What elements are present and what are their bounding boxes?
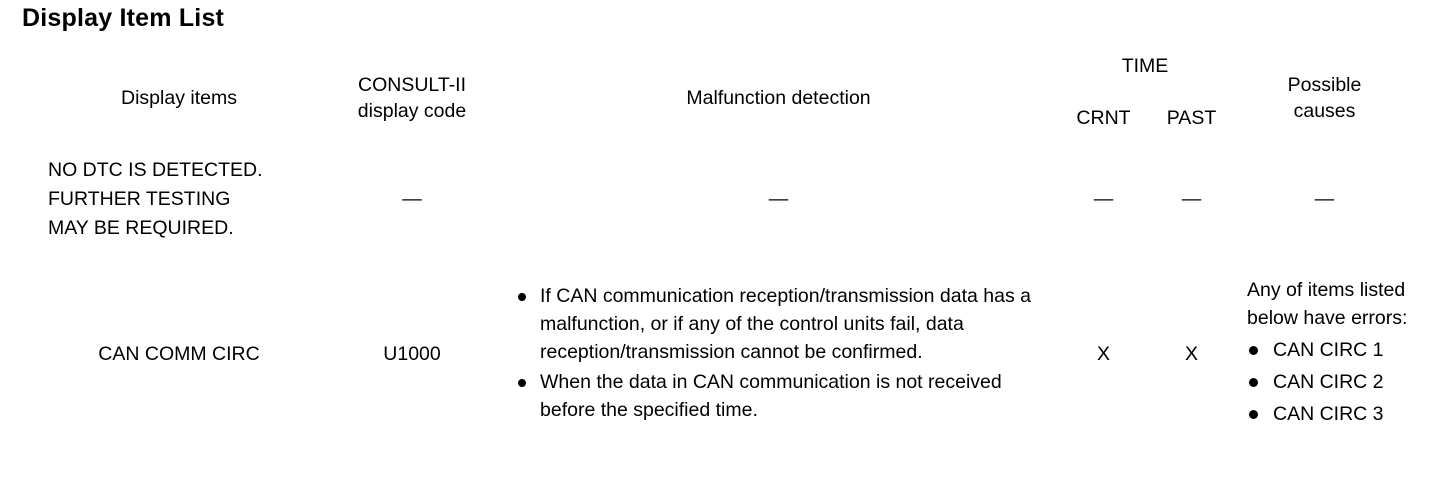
table-row: CAN COMM CIRC U1000 If CAN communication…	[34, 248, 1416, 460]
possible-causes-item: CAN CIRC 1	[1247, 336, 1410, 364]
display-item-line: FURTHER TESTING	[48, 187, 231, 210]
cell-possible-causes: —	[1233, 150, 1416, 248]
display-item-table-wrapper: Display items CONSULT-II display code Ma…	[34, 46, 1416, 460]
time-crnt-value: X	[1096, 343, 1110, 365]
header-row-time-sub: CRNT PAST	[34, 86, 1416, 150]
possible-causes-dash: —	[1314, 188, 1335, 210]
display-item-line: NO DTC IS DETECTED.	[48, 158, 263, 181]
time-past-value: —	[1181, 188, 1202, 210]
header-row-main: Display items CONSULT-II display code Ma…	[34, 46, 1416, 122]
cell-consult-code: U1000	[324, 248, 500, 460]
display-item-line: MAY BE REQUIRED.	[48, 216, 234, 239]
time-crnt-value: —	[1093, 188, 1114, 210]
header-malfunction-detection: Malfunction detection	[686, 87, 871, 109]
display-item-table: Display items CONSULT-II display code Ma…	[34, 46, 1416, 460]
header-possible-causes-line2: causes	[1293, 100, 1356, 122]
cell-time-crnt: X	[1057, 248, 1150, 460]
possible-causes-list: CAN CIRC 1 CAN CIRC 2 CAN CIRC 3	[1247, 336, 1410, 428]
header-consult-line2: display code	[357, 100, 467, 122]
cell-consult-code: —	[324, 150, 500, 248]
detection-bullet-item: When the data in CAN communication is no…	[516, 368, 1047, 424]
header-possible-causes: Possible causes	[1233, 46, 1416, 150]
possible-causes-item: CAN CIRC 2	[1247, 368, 1410, 396]
cell-time-past: X	[1150, 248, 1233, 460]
table-row: NO DTC IS DETECTED. FURTHER TESTING MAY …	[34, 150, 1416, 248]
display-item-line: CAN COMM CIRC	[98, 343, 260, 365]
table-header: Display items CONSULT-II display code Ma…	[34, 46, 1416, 150]
header-time-past: PAST	[1166, 107, 1217, 129]
cell-malfunction-detection: —	[500, 150, 1057, 248]
header-possible-causes-line1: Possible	[1287, 74, 1362, 96]
cell-display-items: NO DTC IS DETECTED. FURTHER TESTING MAY …	[34, 150, 324, 248]
consult-code-value: U1000	[383, 343, 441, 365]
cell-malfunction-detection: If CAN communication reception/transmiss…	[500, 248, 1057, 460]
possible-causes-wrapper: Any of items listed below have errors: C…	[1233, 270, 1416, 438]
possible-causes-item: CAN CIRC 3	[1247, 400, 1410, 428]
header-consult-display-code: CONSULT-II display code	[324, 46, 500, 150]
display-item-lines: NO DTC IS DETECTED. FURTHER TESTING MAY …	[34, 156, 324, 243]
header-time: TIME	[1121, 55, 1169, 77]
detection-bullet-list: If CAN communication reception/transmiss…	[516, 282, 1047, 424]
cell-display-items: CAN COMM CIRC	[34, 248, 324, 460]
table-body: NO DTC IS DETECTED. FURTHER TESTING MAY …	[34, 150, 1416, 460]
detection-dash: —	[768, 188, 789, 210]
detection-list-wrapper: If CAN communication reception/transmiss…	[500, 276, 1057, 432]
cell-time-crnt: —	[1057, 150, 1150, 248]
possible-causes-lead: Any of items listed below have errors:	[1247, 279, 1408, 329]
header-consult-line1: CONSULT-II	[358, 74, 466, 96]
cell-possible-causes: Any of items listed below have errors: C…	[1233, 248, 1416, 460]
header-time-crnt: CRNT	[1076, 107, 1131, 129]
detection-bullet-item: If CAN communication reception/transmiss…	[516, 282, 1047, 366]
cell-time-past: —	[1150, 150, 1233, 248]
header-display-items: Display items	[121, 87, 237, 109]
consult-code-value: —	[402, 188, 422, 210]
time-past-value: X	[1184, 343, 1198, 365]
page-title: Display Item List	[22, 4, 225, 32]
